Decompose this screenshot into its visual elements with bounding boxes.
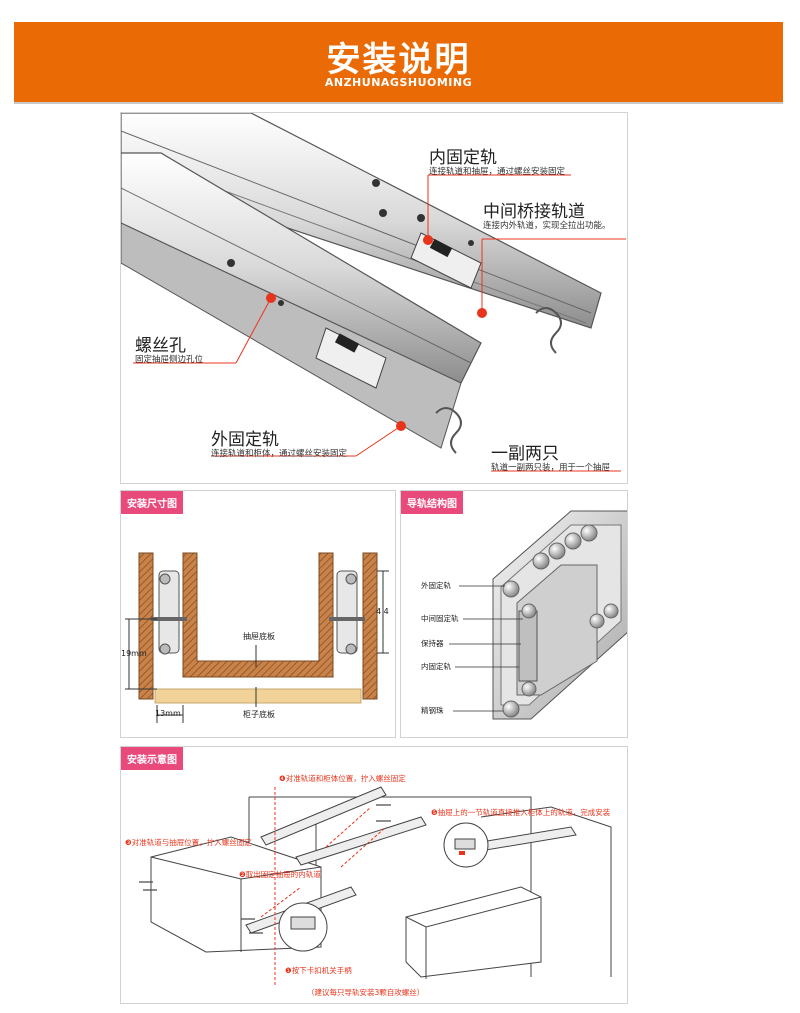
slide-rail-illustration	[121, 113, 626, 472]
struct-label-middle: 中间固定轨	[421, 614, 459, 623]
install-panel: 安装示意图	[120, 746, 628, 1004]
install-step-2: ❷取出固定抽屉的内轨道	[239, 870, 321, 879]
dimension-panel: 安装尺寸图 抽屉底板	[120, 490, 396, 738]
struct-label-outer: 外固定轨	[421, 581, 451, 590]
page-title: 安装说明	[326, 40, 471, 80]
cabinet-bottom-label: 柜子底板	[243, 710, 275, 719]
dim-19mm: 19mm	[121, 649, 147, 658]
callout-middle-rail-desc: 连接内外轨道，实现全拉出功能。	[483, 221, 611, 231]
struct-label-balls: 精钢珠	[421, 706, 444, 715]
dimension-tag: 安装尺寸图	[121, 491, 183, 514]
struct-label-inner: 内固定轨	[421, 662, 451, 671]
install-step-3: ❸对准轨道与抽屉位置，拧入螺丝固定	[125, 838, 252, 847]
callout-screw-hole-title: 螺丝孔	[135, 336, 186, 356]
callout-outer-rail-title: 外固定轨	[211, 430, 279, 450]
drawer-bottom-label: 抽屉底板	[243, 632, 275, 641]
page-subtitle: ANZHUNAGSHUOMING	[324, 76, 473, 89]
dim-13mm: 13mm	[155, 709, 181, 718]
struct-label-retainer: 保持器	[421, 639, 444, 648]
rail-cross-section	[449, 510, 627, 720]
install-drawing	[139, 786, 612, 985]
callout-inner-rail-desc: 连接轨道和抽屉，通过螺丝安装固定	[429, 167, 566, 177]
callout-outer-rail-desc: 连接轨道和柜体，通过螺丝安装固定	[211, 449, 348, 459]
install-step-1: ❶按下卡扣机关手柄	[285, 966, 352, 975]
callout-inner-rail-title: 内固定轨	[429, 148, 497, 168]
install-step-5: ❺抽屉上的一节轨道直接推入柜体上的轨道，完成安装	[431, 808, 611, 817]
header-banner: 安装说明 ANZHUNAGSHUOMING	[14, 22, 783, 104]
callout-pair-title: 一副两只	[491, 444, 559, 464]
structure-tag: 导轨结构图	[401, 491, 463, 514]
structure-panel: 导轨结构图 外固定轨 中间固定轨 保持	[400, 490, 628, 738]
install-tag: 安装示意图	[121, 747, 183, 770]
install-note: （建议每只导轨安装3颗自攻螺丝）	[307, 988, 425, 997]
callout-pair-desc: 轨道一副两只装，用于一个抽屉	[491, 463, 611, 473]
dimension-drawing	[125, 552, 389, 723]
install-step-4: ❹对准轨道和柜体位置，拧入螺丝固定	[279, 774, 406, 783]
rail-overview-panel: 内固定轨 连接轨道和抽屉，通过螺丝安装固定 中间桥接轨道 连接内外轨道，实现全拉…	[120, 112, 628, 484]
callout-middle-rail-title: 中间桥接轨道	[483, 202, 585, 222]
callout-screw-hole-desc: 固定抽屉侧边孔位	[135, 355, 204, 365]
dim-44: 4 4	[376, 607, 389, 616]
